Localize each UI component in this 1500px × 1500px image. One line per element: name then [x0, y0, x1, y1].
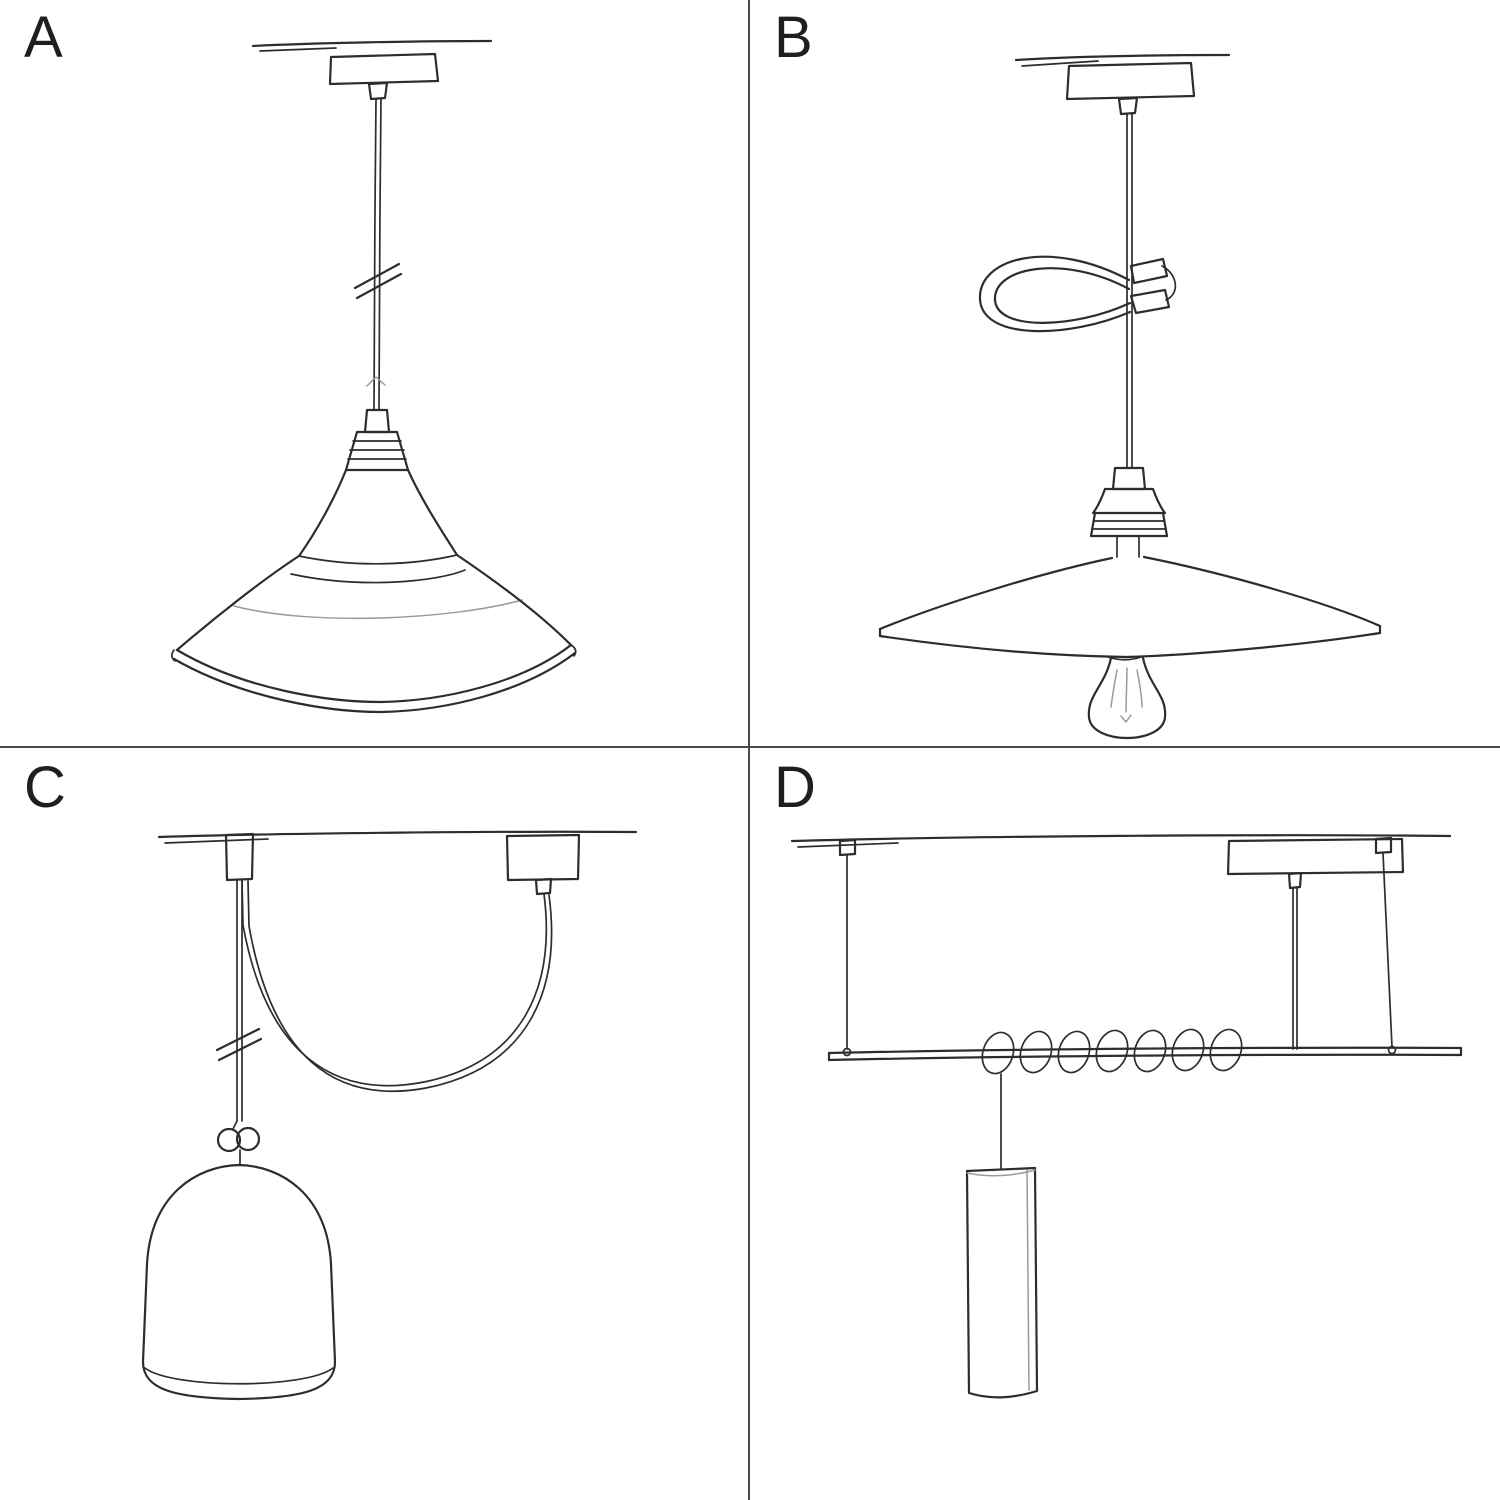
- pendant-drop-cable: [236, 879, 243, 1122]
- pendant-cable: [373, 98, 382, 411]
- ceiling-rose: [505, 833, 581, 896]
- swag-cable: [241, 880, 553, 1093]
- vertical-divider: [748, 0, 750, 1500]
- sketch-bar-suspension-pendant: [790, 834, 1463, 1399]
- panel-a: A: [0, 0, 750, 750]
- ceiling-rose: [1226, 837, 1405, 1050]
- cable-shortener-loop: [978, 255, 1177, 333]
- panel-d: D: [750, 750, 1500, 1500]
- coiled-cable: [981, 1028, 1243, 1075]
- panel-d-label: D: [774, 755, 817, 820]
- ceiling-rose: [1065, 61, 1196, 116]
- industrial-shade: [171, 468, 577, 714]
- cable-length-marks: [215, 1027, 263, 1062]
- sketch-swag-pendant: [141, 830, 638, 1401]
- ceiling-line: [790, 834, 1452, 848]
- panel-c-label: C: [24, 755, 67, 820]
- ceiling-rose: [328, 52, 440, 101]
- ceiling-line: [1014, 53, 1231, 67]
- horizontal-bar: [827, 1046, 1463, 1062]
- light-bulb: [1087, 656, 1167, 740]
- lamp-holder: [1089, 466, 1169, 558]
- horizontal-divider: [0, 746, 1500, 748]
- sketch-straight-pendant: [171, 39, 577, 714]
- pendant-cable: [1126, 113, 1133, 469]
- tube-shade: [965, 1166, 1039, 1399]
- flat-plate-shade: [878, 555, 1382, 661]
- panel-a-label: A: [24, 5, 64, 70]
- sketch-shortener-pendant: [878, 53, 1382, 740]
- panel-b-label: B: [774, 5, 814, 70]
- suspension-cables: [838, 836, 1397, 1057]
- ceiling-line: [251, 39, 493, 52]
- cable-length-marks: [353, 262, 403, 387]
- cable-knot: [216, 1120, 261, 1165]
- bell-shade: [141, 1163, 337, 1401]
- lamp-holder: [344, 408, 410, 472]
- panel-b: B: [750, 0, 1500, 750]
- panel-c: C: [0, 750, 750, 1500]
- swag-hook: [224, 832, 255, 882]
- ceiling-line: [157, 830, 638, 844]
